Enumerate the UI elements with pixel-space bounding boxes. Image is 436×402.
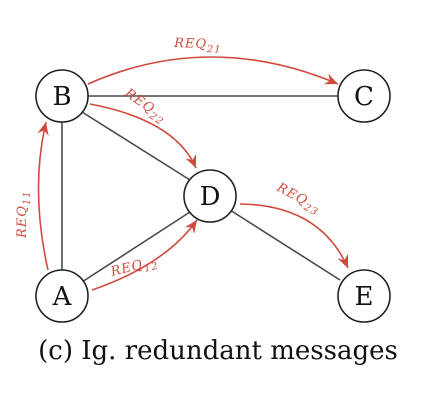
request-label-req11: REQ11 xyxy=(15,190,33,239)
node-d-label: D xyxy=(200,182,221,212)
node-c: C xyxy=(337,69,391,123)
node-a: A xyxy=(35,269,89,323)
request-arrow-req11 xyxy=(37,121,49,271)
node-d: D xyxy=(183,169,237,223)
request-arrow-req12 xyxy=(91,219,198,291)
request-label-req12: REQ12 xyxy=(108,254,160,283)
figure-caption: (c) Ig. redundant messages xyxy=(38,336,398,366)
node-e-label: E xyxy=(355,282,374,312)
request-label-req23: REQ23 xyxy=(272,180,323,219)
request-arrow-req22 xyxy=(89,103,197,169)
node-c-label: C xyxy=(354,82,374,112)
node-b-label: B xyxy=(52,82,71,112)
request-label-req21: REQ21 xyxy=(173,36,222,56)
request-arrow-req21 xyxy=(87,56,339,85)
network-diagram: REQ11 REQ12 REQ21 REQ22 REQ23 B C D A E xyxy=(15,36,391,323)
node-b: B xyxy=(35,69,89,123)
edge-d-e xyxy=(229,209,341,281)
request-arrow-req23 xyxy=(239,203,349,269)
node-a-label: A xyxy=(52,282,73,312)
request-label-req22: REQ22 xyxy=(119,85,169,128)
edge-b-d xyxy=(81,111,191,181)
node-e: E xyxy=(337,269,391,323)
edge-a-d xyxy=(81,211,191,283)
